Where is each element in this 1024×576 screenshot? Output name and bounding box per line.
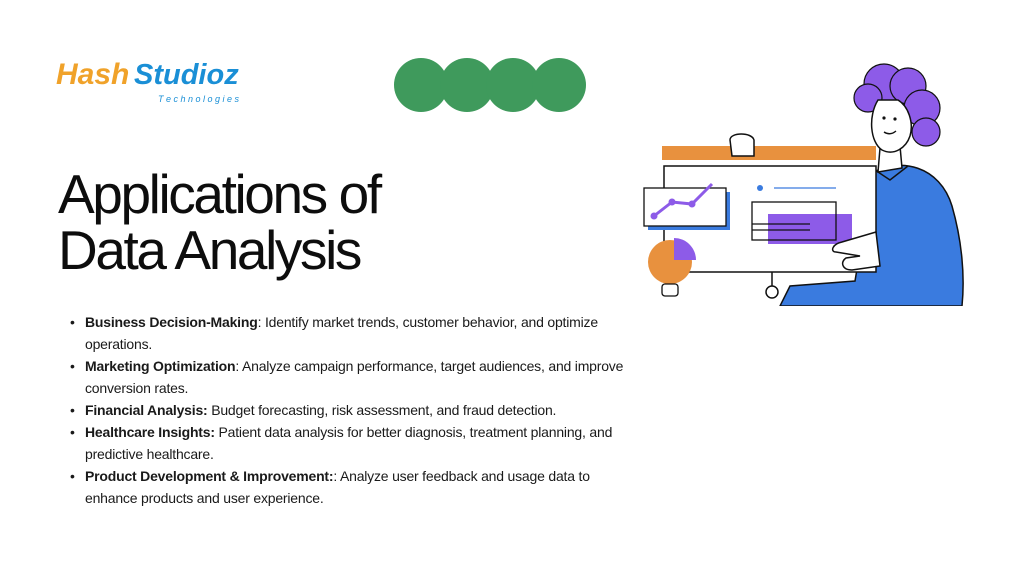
- decor-circle: [394, 58, 448, 112]
- board-stand-foot: [765, 285, 779, 299]
- person-hand-top: [729, 133, 755, 157]
- title-line-1: Applications of: [58, 163, 382, 225]
- person-hand-pointing: [831, 231, 881, 271]
- trend-point: [668, 198, 676, 206]
- logo-wordmark-hash: Hash: [56, 58, 129, 91]
- list-item-term: Business Decision-Making: [85, 314, 258, 330]
- board-panel-outline: [751, 201, 837, 241]
- person-mouth: [883, 130, 897, 135]
- person-hair: [853, 63, 941, 147]
- logo-wordmark-studioz: Studioz: [134, 59, 239, 91]
- list-item: Business Decision-Making: Identify marke…: [70, 311, 630, 355]
- presenter-illustration: [640, 56, 970, 307]
- list-item: Healthcare Insights: Patient data analys…: [70, 421, 630, 465]
- pie-base: [661, 283, 679, 297]
- person-eye: [882, 116, 886, 120]
- list-item-term: Healthcare Insights:: [85, 424, 215, 440]
- list-item-term: Product Development & Improvement:: [85, 468, 334, 484]
- list-item-text: Budget forecasting, risk assessment, and…: [207, 402, 557, 418]
- trend-point: [650, 212, 658, 220]
- list-item: Product Development & Improvement:: Anal…: [70, 465, 630, 509]
- list-item-term: Marketing Optimization: [85, 358, 236, 374]
- decor-circle: [440, 58, 494, 112]
- chart-card: [643, 187, 727, 227]
- trend-line: [653, 182, 714, 218]
- list-item: Financial Analysis: Budget forecasting, …: [70, 399, 630, 421]
- list-item-text: : Analyze user feedback and usage data t…: [85, 468, 590, 506]
- applications-list: Business Decision-Making: Identify marke…: [70, 311, 630, 509]
- list-item: Marketing Optimization: Analyze campaign…: [70, 355, 630, 399]
- person-face: [870, 99, 912, 153]
- person-eye: [893, 117, 897, 121]
- trend-point: [688, 200, 696, 208]
- decor-circle: [486, 58, 540, 112]
- board-top-bar: [662, 146, 876, 160]
- company-logo: Hash Studioz T e c h n o l o g i e s: [56, 54, 286, 110]
- title-line-2: Data Analysis: [58, 219, 362, 281]
- list-item-text: Patient data analysis for better diagnos…: [85, 424, 613, 462]
- slide-title: Applications of Data Analysis: [58, 163, 382, 281]
- list-item-text: : Analyze campaign performance, target a…: [85, 358, 624, 396]
- logo-tagline: T e c h n o l o g i e s: [158, 94, 240, 104]
- board-dot: [757, 185, 763, 191]
- list-item-term: Financial Analysis:: [85, 402, 208, 418]
- list-item-text: : Identify market trends, customer behav…: [85, 314, 598, 352]
- pie-slice: [674, 238, 696, 260]
- decor-circle: [532, 58, 586, 112]
- decorative-circles: [394, 58, 586, 112]
- board-panel: [768, 214, 852, 244]
